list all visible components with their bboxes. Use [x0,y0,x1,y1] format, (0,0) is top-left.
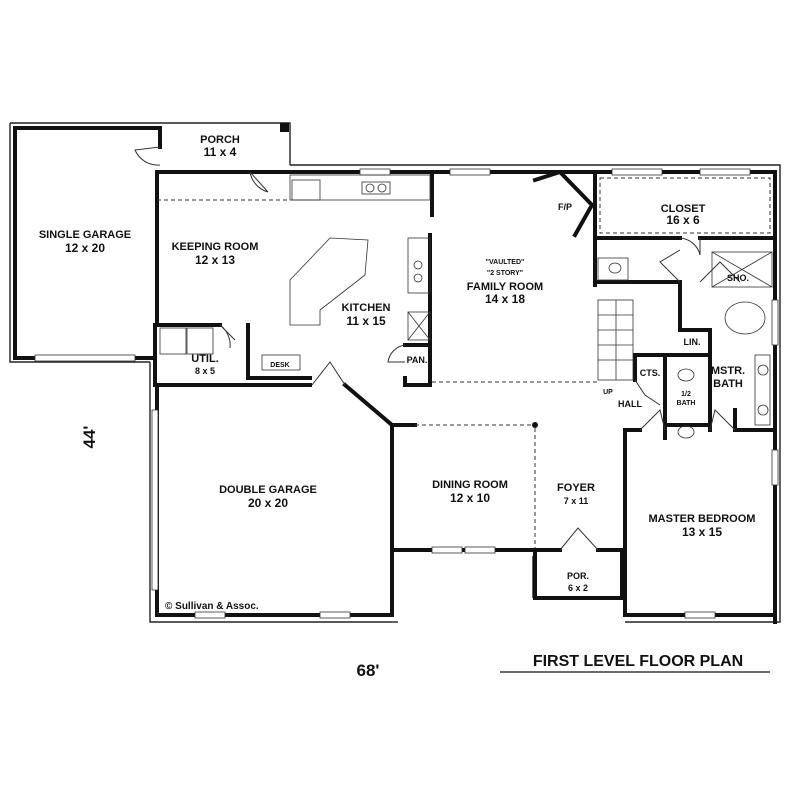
family-room-note-vaulted: "VAULTED" [486,259,525,266]
windows [34,168,779,619]
half-bath-label: 1/2 [681,391,691,398]
room-labels: SINGLE GARAGE 12 x 20 PORCH 11 x 4 KEEPI… [39,134,756,593]
coats-label: CTS. [640,368,661,378]
width-dimension: 68' [357,661,380,680]
master-bath-name2: BATH [713,378,743,390]
foyer-size: 7 x 11 [564,496,589,506]
dining-room-size: 12 x 10 [450,491,490,505]
porch-size: 11 x 4 [204,145,237,159]
outer-trim [9,122,781,623]
porch-name: PORCH [200,134,240,146]
single-garage-name: SINGLE GARAGE [39,229,131,241]
copyright-note: © Sullivan & Assoc. [165,601,259,612]
kitchen-size: 11 x 15 [346,314,386,328]
foyer-name: FOYER [557,482,595,494]
half-bath-label2: BATH [677,400,696,407]
family-room-note-2story: "2 STORY" [487,270,523,277]
double-garage-name: DOUBLE GARAGE [219,484,317,496]
keeping-room-name: KEEPING ROOM [172,241,259,253]
kitchen-name: KITCHEN [342,302,391,314]
shower-label: SHO. [727,273,749,283]
family-room-name: FAMILY ROOM [467,281,543,293]
utility-size: 8 x 5 [195,366,215,376]
walls [13,123,777,624]
master-bedroom-size: 13 x 15 [682,525,722,539]
master-bath-name: MSTR. [711,365,745,377]
hall-label: HALL [618,399,642,409]
family-room-size: 14 x 18 [485,292,525,306]
doors [134,146,741,551]
closet-name: CLOSET [661,203,706,215]
master-bedroom-name: MASTER BEDROOM [649,513,756,525]
desk-label: DESK [270,362,289,369]
depth-dimension: 44' [80,426,99,449]
annotations: © Sullivan & Assoc. 68' 44' FIRST LEVEL … [80,426,770,680]
pantry-label: PAN. [407,355,428,365]
fireplace-label: F/P [558,202,572,212]
double-garage-size: 20 x 20 [248,496,288,510]
dining-room-name: DINING ROOM [432,479,508,491]
plan-title: FIRST LEVEL FLOOR PLAN [533,653,743,670]
keeping-room-size: 12 x 13 [195,253,235,267]
linen-label: LIN. [684,337,701,347]
single-garage-size: 12 x 20 [65,241,105,255]
utility-name: UTIL. [191,353,219,365]
front-porch-size: 6 x 2 [568,583,588,593]
closet-size: 16 x 6 [666,213,700,227]
stair-up-label: UP [603,389,613,396]
fixtures [157,174,773,548]
front-porch-name: POR. [567,571,589,581]
